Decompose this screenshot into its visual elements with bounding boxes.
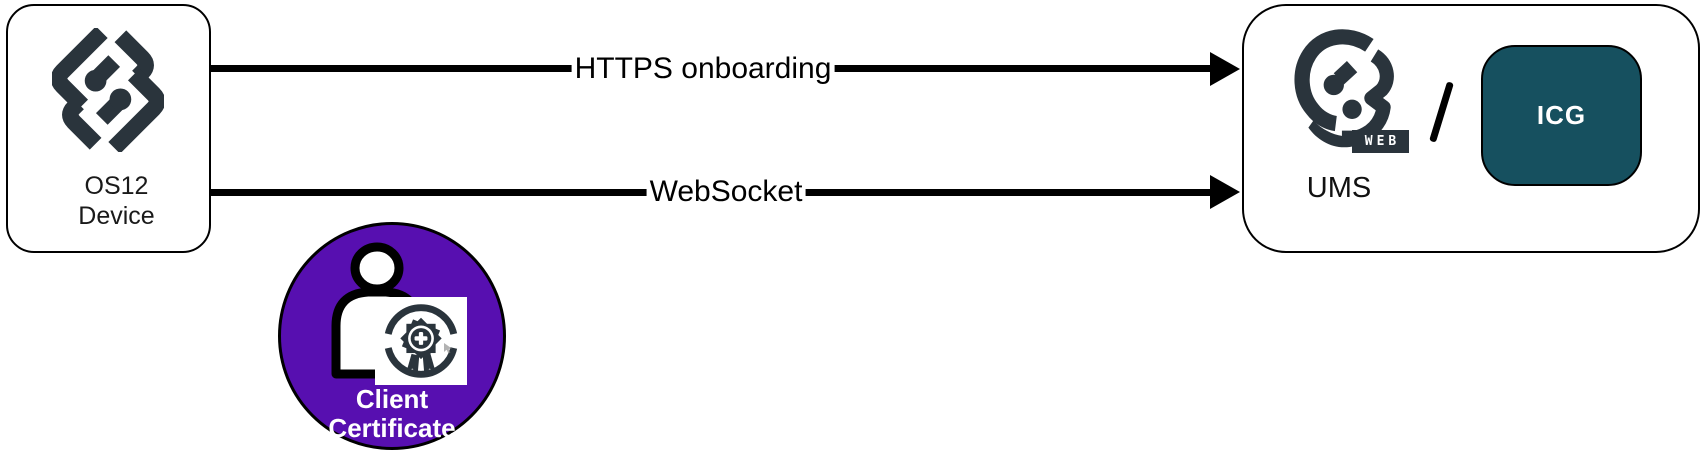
web-badge-label: WEB — [1364, 134, 1401, 149]
arrow-https-label: HTTPS onboarding — [571, 51, 835, 87]
arrow-websocket-head — [1210, 175, 1240, 209]
device-node: OS12 Device — [6, 4, 211, 253]
certificate-label-line2: Certificate — [328, 413, 456, 443]
device-label: OS12 Device — [14, 171, 219, 231]
certificate-patch — [375, 297, 467, 385]
igel-logo-icon — [52, 28, 164, 152]
device-label-line2: Device — [78, 202, 155, 230]
arrow-https-head — [1210, 52, 1240, 86]
icg-node: ICG — [1481, 45, 1642, 186]
certificate-badge-icon — [384, 304, 458, 378]
cursor-artifact-icon — [444, 343, 452, 354]
arrow-websocket-label: WebSocket — [646, 174, 806, 210]
certificate-label: Client Certificate — [278, 385, 506, 443]
device-label-line1: OS12 — [84, 172, 149, 200]
web-badge: WEB — [1352, 130, 1409, 153]
icg-label: ICG — [1536, 100, 1587, 130]
certificate-label-line1: Client — [355, 384, 429, 414]
ums-label: UMS — [1306, 172, 1372, 204]
